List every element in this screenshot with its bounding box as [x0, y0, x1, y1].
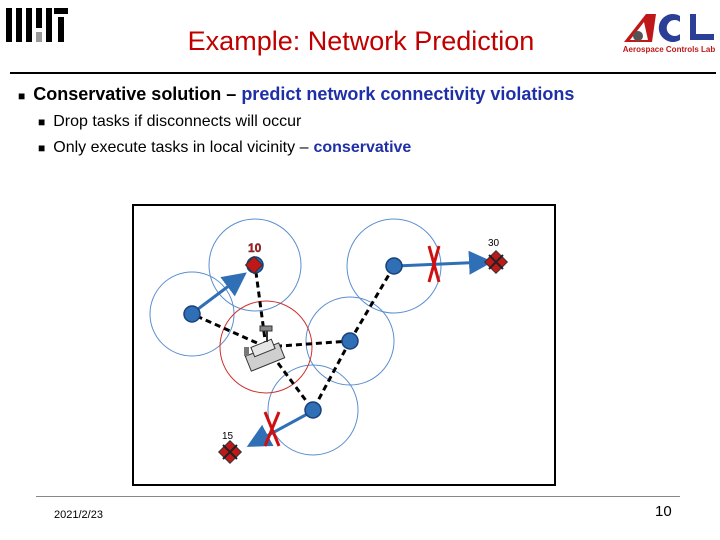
range-circle [346, 218, 442, 314]
agent-move-arrow [193, 272, 247, 314]
network-link [311, 340, 352, 411]
title-divider [10, 72, 716, 74]
task-marker [483, 249, 509, 275]
range-circle [267, 364, 359, 456]
sub-bullet-1: ■ Drop tasks if disconnects will occur [38, 113, 708, 131]
task-label-top: 10 [248, 241, 262, 255]
aerospace-controls-lab-logo: Aerospace Controls Lab [623, 14, 716, 54]
footer-date: 2021/2/23 [54, 509, 103, 521]
agent-node [341, 332, 359, 350]
range-circle [208, 218, 302, 312]
square-bullet-icon: ■ [38, 115, 46, 129]
bullet-main: ■ Conservative solution – predict networ… [18, 84, 708, 105]
task-label-right: 30 [488, 238, 500, 249]
bullet-main-highlight: predict network connectivity violations [241, 84, 575, 104]
agent-move-arrow [246, 410, 312, 447]
base-station-range-circle [219, 300, 313, 394]
task-marker [217, 439, 243, 465]
page-number: 10 [655, 503, 672, 520]
task-label-bottom: 15 [222, 431, 234, 442]
agent-node [183, 305, 201, 323]
bullet-list: ■ Conservative solution – predict networ… [18, 84, 708, 157]
violation-x-mark [263, 411, 281, 447]
bullet-main-prefix: Conservative solution – [33, 84, 237, 104]
sub-bullet-2: ■ Only execute tasks in local vicinity –… [38, 139, 708, 157]
network-link [253, 264, 268, 348]
sub-bullet-1-text: Drop tasks if disconnects will occur [53, 113, 302, 130]
violation-x-mark [427, 245, 441, 283]
page-title: Example: Network Prediction [187, 26, 535, 56]
base-station-icon [244, 325, 286, 372]
mit-logo [6, 8, 68, 42]
agent-node [385, 257, 403, 275]
sub-bullet-2-highlight: conservative [313, 139, 412, 156]
lab-logo-text: Aerospace Controls Lab [623, 45, 716, 54]
task-marker [244, 255, 264, 275]
footer-divider [36, 496, 680, 497]
network-diagram: 10 30 15 [132, 204, 556, 486]
sub-bullet-2-text: Only execute tasks in local vicinity – [53, 139, 309, 156]
square-bullet-icon: ■ [18, 89, 26, 103]
agent-node [304, 401, 322, 419]
network-link [348, 265, 396, 342]
agent-move-arrow [395, 250, 493, 275]
network-link [191, 312, 267, 349]
square-bullet-icon: ■ [38, 141, 46, 155]
